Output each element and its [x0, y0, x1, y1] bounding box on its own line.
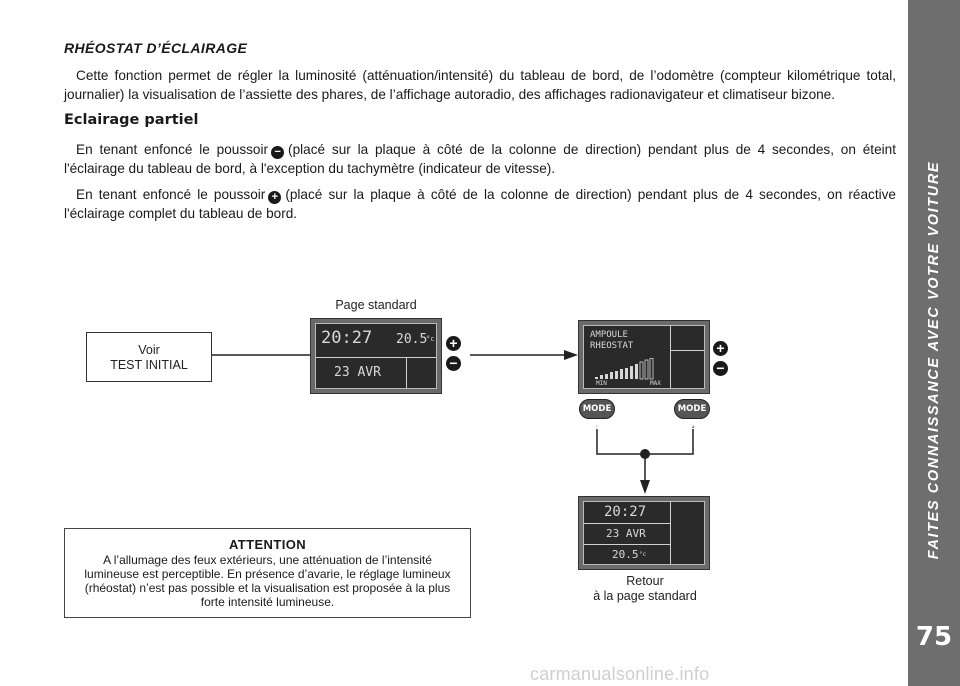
mode-2-button: MODE 2 [674, 399, 710, 432]
minus-button-icon: − [271, 146, 285, 159]
test-initial-label: TEST INITIAL [110, 358, 188, 372]
display3-divider-1 [584, 523, 670, 524]
intro-paragraph: Cette fonction permet de régler la lumin… [64, 68, 896, 102]
arrow-head-1 [564, 350, 578, 360]
page-number: 75 [915, 622, 953, 652]
display-rheostat: AMPOULE RHEOSTAT MIN MAX [578, 320, 710, 394]
side-tab: FAITES CONNAISSANCE AVEC VOTRE VOITURE 7… [908, 0, 960, 686]
level-bar [620, 369, 623, 379]
display2-max: MAX [650, 380, 661, 387]
display3-date: 23 AVR [606, 527, 646, 540]
p1-before: En tenant enfoncé le poussoir [76, 142, 269, 157]
watermark: carmanualsonline.info [530, 664, 710, 684]
partial-paragraph-1: En tenant enfoncé le poussoir−(placé sur… [64, 140, 896, 178]
display2-line1: AMPOULE [590, 330, 628, 340]
retour-label-1: Retour [626, 574, 664, 588]
arrow-head-2 [640, 480, 650, 494]
plus-icon-1: + [446, 336, 461, 351]
display2-min: MIN [596, 380, 607, 387]
side-tab-title: FAITES CONNAISSANCE AVEC VOTRE VOITURE [926, 160, 942, 560]
minus-icon-1: − [446, 356, 461, 371]
display1-vdivider [406, 357, 407, 388]
display1-temp-unit: °c [426, 335, 435, 343]
page-standard-label: Page standard [335, 298, 417, 312]
display2-line2: RHEOSTAT [590, 341, 634, 351]
attention-box: ATTENTION A l’allumage des feux extérieu… [64, 528, 471, 618]
attention-text: A l’allumage des feux extérieurs, une at… [84, 553, 451, 609]
display3-temp-unit: °c [639, 551, 647, 558]
p2-after: (placé sur la plaque à côté de la colonn… [64, 187, 896, 221]
p1-after: (placé sur la plaque à côté de la colonn… [64, 142, 896, 176]
level-bar [595, 377, 598, 379]
level-bar-empty [649, 358, 654, 380]
section-title: RHÉOSTAT D’ÉCLAIRAGE [64, 40, 248, 56]
partial-lighting-heading: Eclairage partiel [64, 112, 199, 128]
display1-time: 20:27 [321, 328, 373, 348]
display-return-screen: 20:27 23 AVR 20.5 °c [583, 501, 705, 565]
level-bar-empty [644, 359, 649, 380]
level-bar [600, 375, 603, 379]
display3-divider-2 [584, 544, 670, 545]
p2-before: En tenant enfoncé le poussoir [76, 187, 266, 202]
display3-vdivider [670, 502, 671, 564]
voir-test-initial-box: Voir TEST INITIAL [86, 332, 212, 382]
display2-hdivider [670, 350, 704, 351]
display3-temp: 20.5 [612, 548, 639, 561]
display1-date: 23 AVR [334, 365, 381, 380]
level-bar [605, 374, 608, 379]
display1-divider [316, 357, 436, 358]
level-bar [635, 364, 638, 379]
retour-label-2: à la page standard [593, 589, 697, 603]
display3-time: 20:27 [604, 504, 647, 520]
level-bar-empty [639, 361, 644, 380]
level-bar [610, 372, 613, 379]
level-bar [630, 366, 633, 379]
rheostat-level-bars [595, 358, 654, 380]
plus-button-icon: + [268, 191, 282, 204]
display1-temp: 20.5 [396, 332, 428, 347]
display-rheostat-screen: AMPOULE RHEOSTAT MIN MAX [583, 325, 705, 389]
level-bar [625, 368, 628, 379]
display2-vdivider [670, 326, 671, 388]
attention-title: ATTENTION [228, 537, 307, 552]
partial-paragraph-2: En tenant enfoncé le poussoir+(placé sur… [64, 185, 896, 223]
minus-icon-2: − [713, 361, 728, 376]
plus-icon-2: + [713, 341, 728, 356]
display-return: 20:27 23 AVR 20.5 °c [578, 496, 710, 570]
voir-label: Voir [138, 343, 160, 357]
mode-1-button: MODE 1 [579, 399, 615, 432]
diagram-connectors [212, 350, 694, 494]
level-bar [615, 371, 618, 379]
display-standard-screen: 20:27 20.5 °c 23 AVR [315, 323, 437, 389]
display-standard: 20:27 20.5 °c 23 AVR [310, 318, 442, 394]
